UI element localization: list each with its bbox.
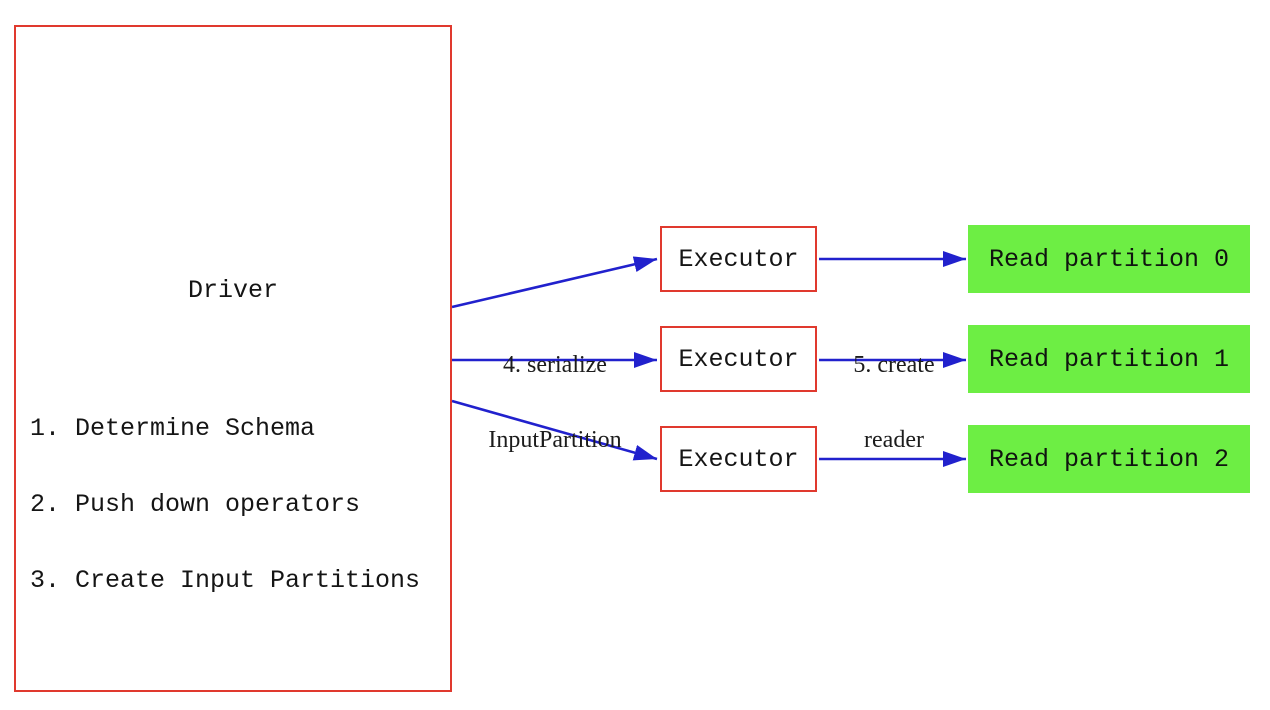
create-reader-label-line1: 5. create — [853, 352, 935, 378]
executor-label: Executor — [678, 244, 799, 274]
driver-step-2: 2. Push down operators — [30, 490, 361, 520]
executor-label: Executor — [678, 344, 799, 374]
read-partition-label: Read partition 2 — [988, 444, 1230, 474]
read-partition-box-0: Read partition 0 — [968, 225, 1250, 293]
executor-box-2: Executor — [660, 426, 817, 492]
serialize-label-line2: InputPartition — [488, 427, 622, 453]
driver-step-1: 1. Determine Schema — [30, 413, 316, 443]
serialize-inputpartition-label: 4. serialize InputPartition — [444, 303, 666, 503]
executor-box-0: Executor — [660, 226, 817, 292]
read-partition-box-2: Read partition 2 — [968, 425, 1250, 493]
driver-steps: 1. Determine Schema 2. Push down operato… — [30, 365, 420, 644]
driver-step-3: 3. Create Input Partitions — [30, 566, 421, 596]
executor-box-1: Executor — [660, 326, 817, 392]
edge-driver-to-executor-0 — [451, 256, 658, 309]
read-partition-label: Read partition 1 — [988, 344, 1230, 374]
create-reader-label: 5. create reader — [823, 303, 965, 503]
executor-label: Executor — [678, 444, 799, 474]
driver-title: Driver — [187, 276, 278, 305]
serialize-label-line1: 4. serialize — [503, 352, 607, 378]
create-reader-label-line2: reader — [864, 427, 924, 453]
driver-box — [14, 25, 452, 692]
read-partition-box-1: Read partition 1 — [968, 325, 1250, 393]
read-partition-label: Read partition 0 — [988, 244, 1230, 274]
